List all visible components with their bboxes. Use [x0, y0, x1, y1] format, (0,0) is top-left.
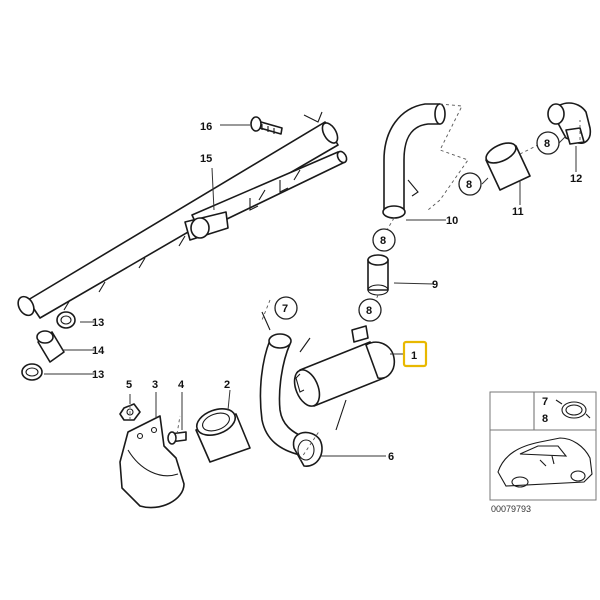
callout-8-a: 8	[380, 235, 386, 247]
part-13-seal-upper[interactable]	[56, 311, 76, 329]
part-12-elbow[interactable]	[547, 102, 592, 145]
callout-1: 1	[411, 350, 417, 362]
circled-callouts: 7 8 8 8 8	[274, 131, 560, 322]
leader-lines	[44, 124, 577, 457]
inset-num-8: 8	[542, 413, 548, 425]
callout-8-c: 8	[466, 179, 472, 191]
part-13-seal-lower[interactable]	[21, 363, 43, 381]
callout-4: 4	[178, 379, 185, 391]
callout-5: 5	[126, 379, 132, 391]
part-16-bolt[interactable]	[250, 116, 283, 135]
reference-code: 00079793	[491, 504, 531, 514]
callout-3: 3	[152, 379, 158, 391]
inset-num-7: 7	[542, 396, 548, 408]
callout-16: 16	[200, 121, 212, 133]
callout-8-d: 8	[544, 138, 550, 150]
callout-14: 14	[92, 345, 105, 357]
part-14-sleeve[interactable]	[36, 330, 65, 363]
callout-6: 6	[388, 451, 394, 463]
part-15-pipe-assembly[interactable]	[15, 111, 349, 319]
part-4-screw[interactable]	[167, 431, 187, 445]
inset-panel: 7 8	[489, 391, 597, 501]
callout-11: 11	[512, 206, 524, 218]
callout-9: 9	[432, 279, 438, 291]
callout-7: 7	[282, 303, 288, 315]
hose-clamp-icon	[555, 399, 591, 419]
callout-13-lower: 13	[92, 369, 104, 381]
part-1-pump[interactable]	[290, 325, 396, 410]
callout-1-highlight[interactable]: 1	[402, 340, 428, 368]
part-6-clamp[interactable]	[292, 431, 323, 467]
part-2-rubber-sleeve[interactable]	[193, 404, 251, 463]
callout-10: 10	[446, 215, 458, 227]
part-3-bracket[interactable]	[119, 415, 185, 509]
callout-13-upper: 13	[92, 317, 104, 329]
callout-12: 12	[570, 173, 582, 185]
callout-2: 2	[224, 379, 230, 391]
callout-8-b: 8	[366, 305, 372, 317]
part-9-sleeve[interactable]	[367, 254, 389, 296]
callouts: 16 15 13 14 13 10 9 11 12 6 5 3 4 2	[92, 121, 582, 463]
car-icon	[497, 437, 593, 488]
part-10-upper-hose[interactable]	[382, 103, 446, 219]
callout-15: 15	[200, 153, 212, 165]
part-11-sleeve[interactable]	[483, 139, 531, 191]
